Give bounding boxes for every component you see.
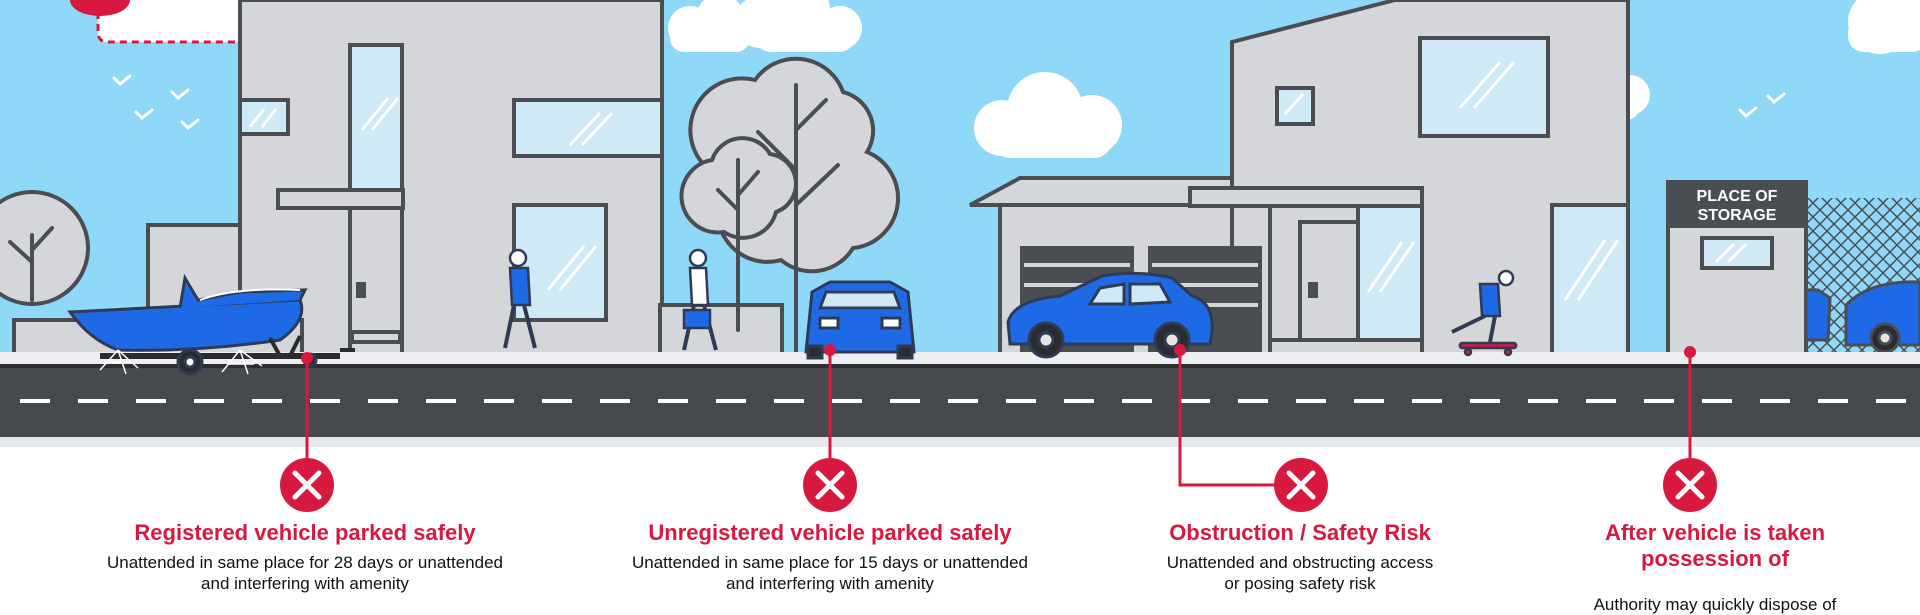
door-handle — [356, 282, 366, 298]
caption-text: Authority may quickly dispose of — [1530, 594, 1900, 615]
car-icon — [1804, 280, 1920, 354]
caption-text: Unattended and obstructing access or pos… — [1110, 552, 1490, 594]
cloud-icon — [1848, 0, 1920, 54]
building-right — [969, 0, 1630, 357]
pedestrian-icon — [682, 248, 718, 351]
caption-title: After vehicle is taken possession of — [1530, 520, 1900, 572]
car-icon — [804, 280, 916, 360]
street-scene-illustration: PLACE OF STORAGE — [0, 0, 1920, 512]
cloud-icon — [974, 72, 1122, 158]
caption-line: and interfering with amenity — [201, 574, 409, 593]
storage-sign-line1: PLACE OF — [1697, 188, 1778, 205]
caption-unregistered-vehicle: Unregistered vehicle parked safely Unatt… — [580, 520, 1080, 594]
caption-after-possession: After vehicle is taken possession of Aut… — [1530, 520, 1900, 615]
caption-line: Unattended in same place for 15 days or … — [632, 553, 1028, 572]
caption-line: or posing safety risk — [1224, 574, 1376, 593]
cobweb-icon — [99, 349, 263, 375]
caption-title: Obstruction / Safety Risk — [1169, 520, 1431, 545]
pedestrian-icon — [503, 248, 537, 349]
caption-line: Unattended in same place for 28 days or … — [107, 553, 503, 572]
caption-title-line: After vehicle is taken — [1604, 520, 1826, 545]
cloud-icon — [734, 0, 862, 52]
caption-line: and interfering with amenity — [726, 574, 934, 593]
connector-lines — [305, 350, 1692, 487]
caption-registered-vehicle: Registered vehicle parked safely Unatten… — [60, 520, 550, 594]
caption-line: Authority may quickly dispose of — [1593, 595, 1837, 614]
tree-icon — [679, 136, 798, 332]
caption-obstruction: Obstruction / Safety Risk Unattended and… — [1110, 520, 1490, 594]
caption-title: Registered vehicle parked safely — [134, 520, 476, 545]
storage-building — [1666, 180, 1808, 357]
bird-icon — [112, 74, 1786, 131]
caption-text: Unattended in same place for 28 days or … — [60, 552, 550, 594]
caption-line: Unattended and obstructing access — [1166, 553, 1434, 572]
storage-sign-line2: STORAGE — [1698, 207, 1777, 224]
caption-title: Unregistered vehicle parked safely — [648, 520, 1012, 545]
caption-text: Unattended in same place for 15 days or … — [580, 552, 1080, 594]
door-handle — [1308, 282, 1318, 298]
kerb — [0, 437, 1920, 447]
caption-title-line: possession of — [1641, 546, 1789, 571]
cross-circle-icon — [1663, 458, 1717, 512]
cloud-icon — [668, 0, 750, 52]
tree-icon — [0, 190, 90, 306]
connector-dots — [301, 344, 1696, 364]
boat-icon — [67, 273, 355, 376]
cross-circle-icon — [1274, 458, 1328, 512]
skateboarder-icon — [1451, 269, 1518, 357]
cross-circle-icon — [803, 458, 857, 512]
cross-circle-icon — [280, 458, 334, 512]
